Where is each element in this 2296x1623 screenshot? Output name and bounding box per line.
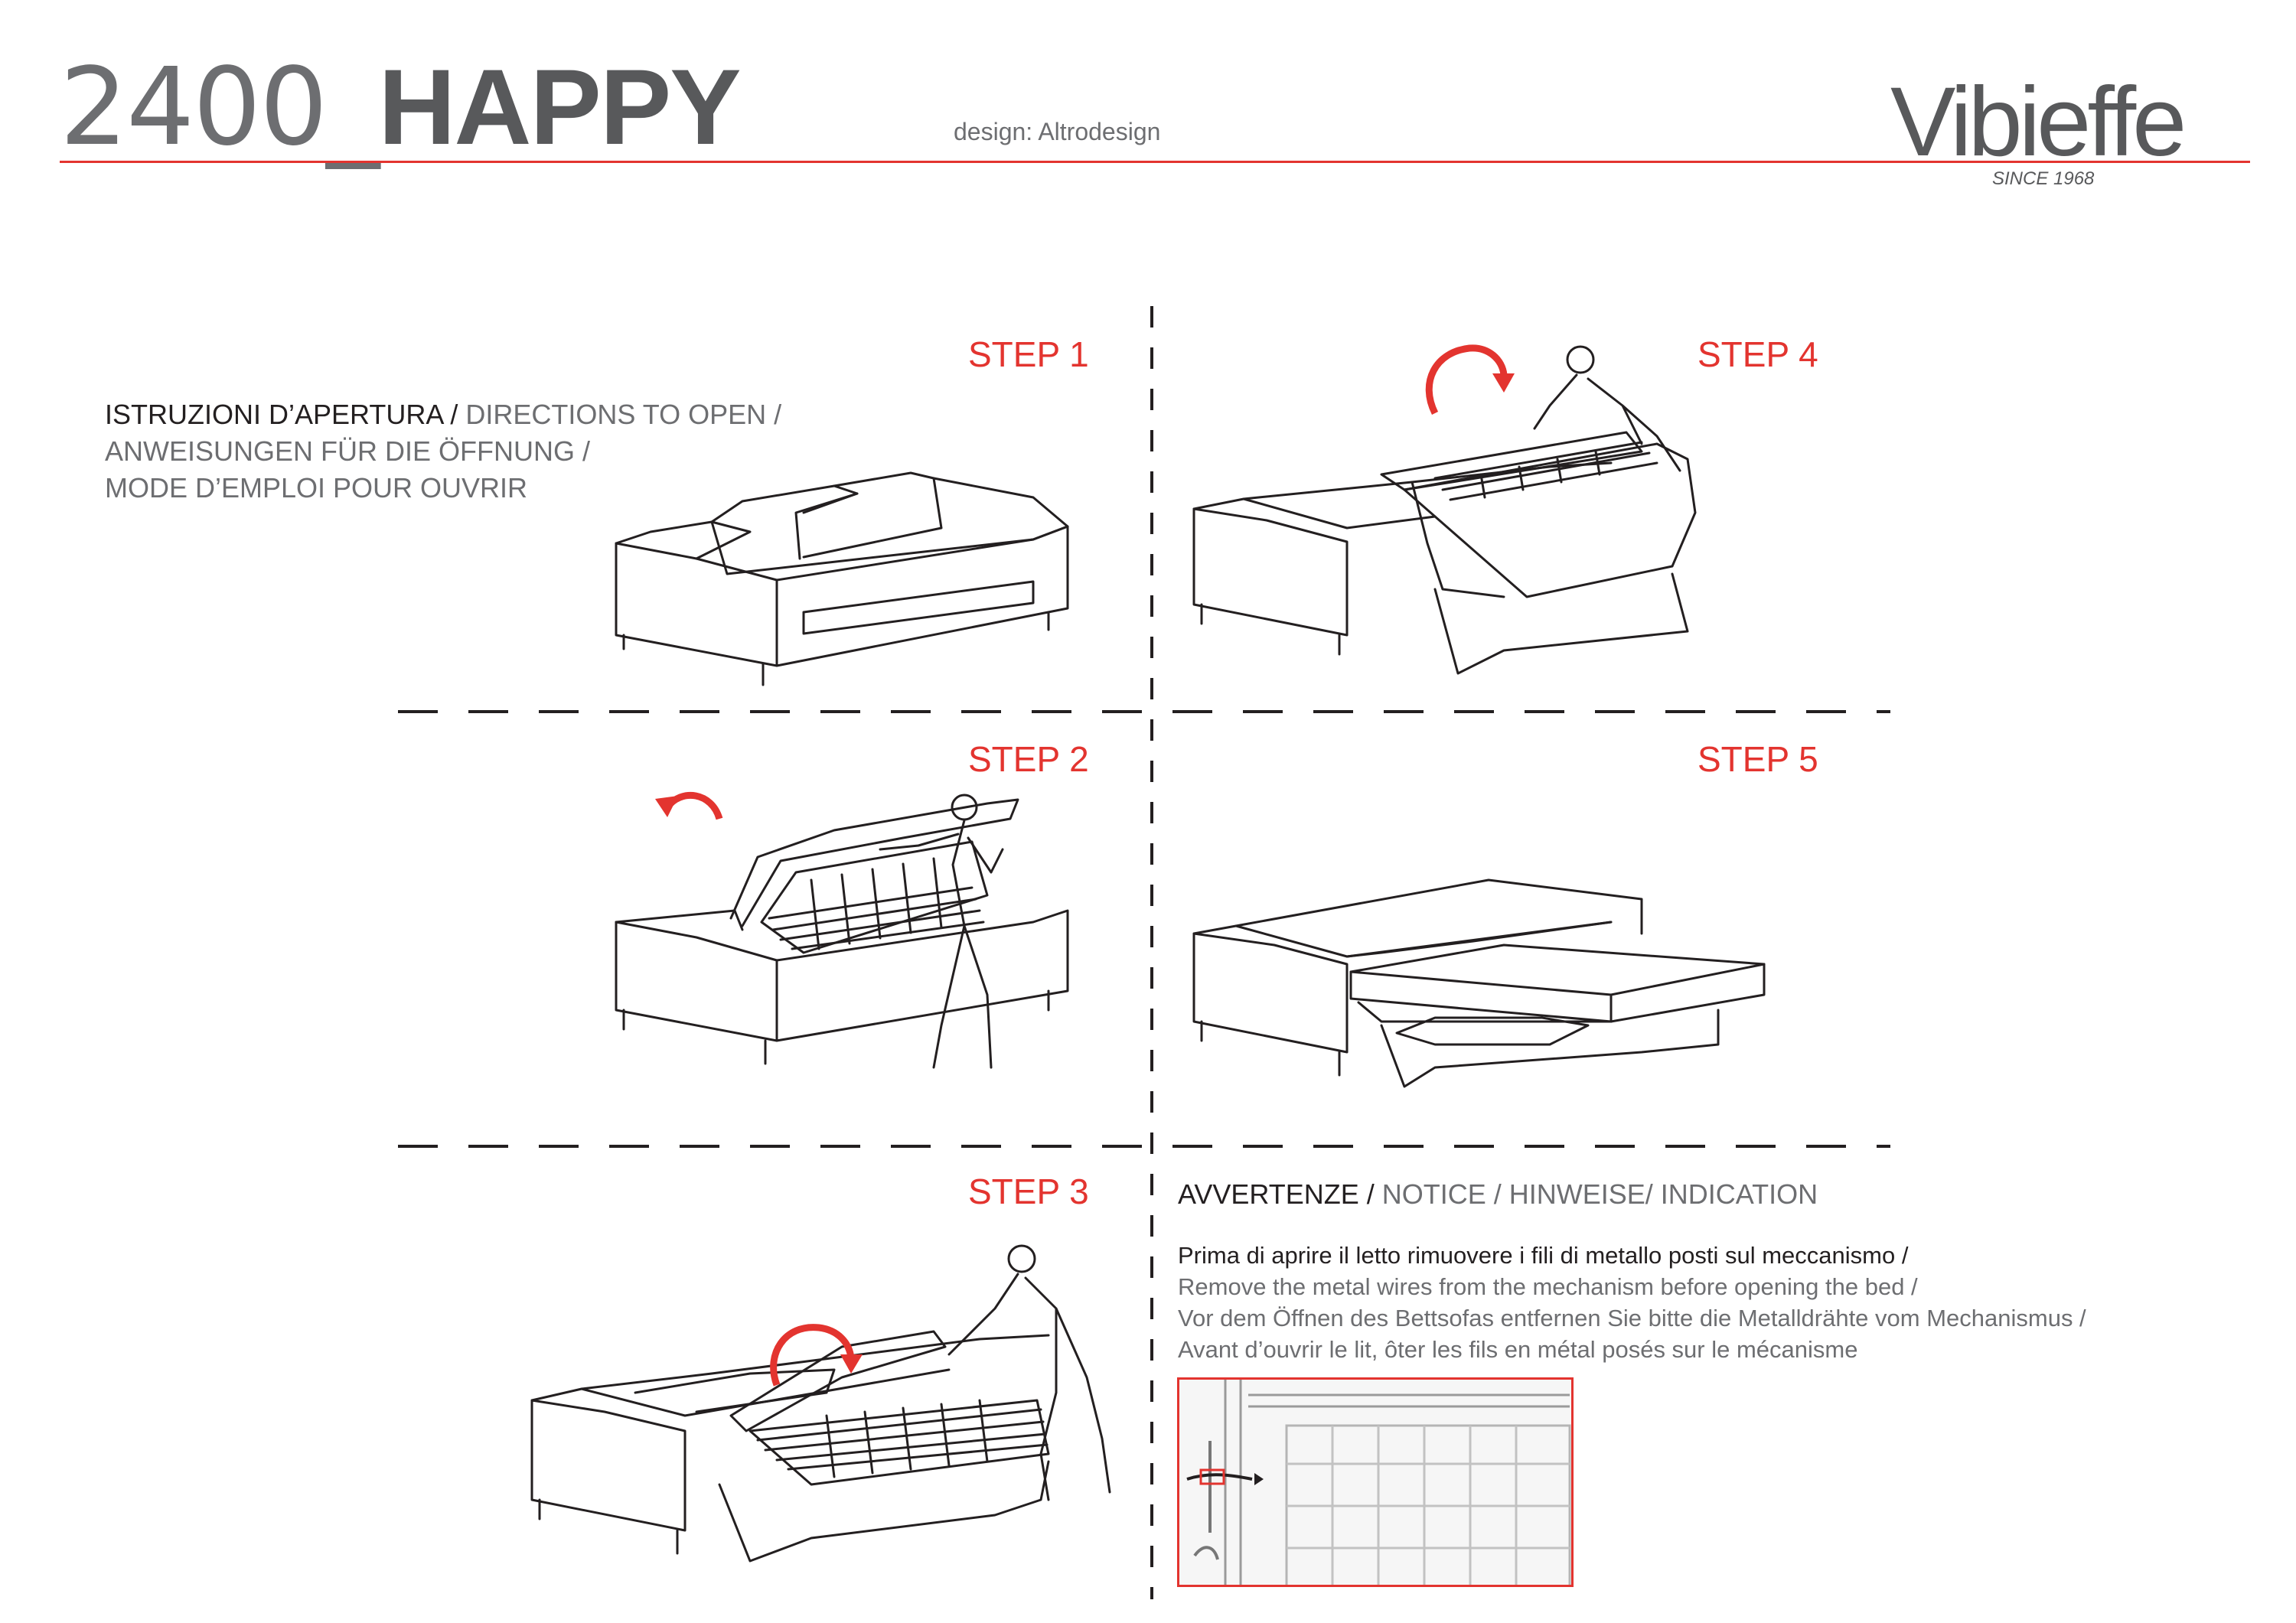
step-4-sofa-illustration bbox=[1192, 344, 1697, 675]
step-3-sofa-illustration bbox=[530, 1244, 1111, 1563]
horizontal-divider-2 bbox=[398, 1145, 1890, 1148]
notice-fr: Avant d’ouvrir le lit, ôter les fils en … bbox=[1178, 1336, 1858, 1363]
step-3-label: STEP 3 bbox=[968, 1172, 1089, 1211]
step-1-label: STEP 1 bbox=[968, 334, 1089, 374]
step-2-sofa-illustration bbox=[615, 792, 1069, 1069]
lift-arrow-icon bbox=[655, 796, 678, 817]
product-name: HAPPY bbox=[378, 47, 741, 167]
product-title: 2400_HAPPY bbox=[60, 54, 742, 161]
brand-logo: Vibieffe bbox=[1890, 67, 2187, 177]
notice-body: Prima di aprire il letto rimuovere i fil… bbox=[1178, 1240, 2086, 1365]
design-credit: design: Altrodesign bbox=[954, 118, 1161, 145]
rotate-arrow-icon bbox=[840, 1354, 863, 1374]
step-2-label: STEP 2 bbox=[968, 739, 1089, 779]
notice-heading: AVVERTENZE / NOTICE / HINWEISE/ INDICATI… bbox=[1178, 1176, 1818, 1213]
notice-heading-rest: NOTICE / HINWEISE/ INDICATION bbox=[1381, 1178, 1818, 1210]
step-5-sofa-illustration bbox=[1192, 878, 1766, 1088]
mechanism-detail-image bbox=[1177, 1377, 1574, 1587]
header-rule bbox=[60, 161, 2250, 163]
notice-de: Vor dem Öffnen des Bettsofas entfernen S… bbox=[1178, 1305, 2086, 1331]
directions-lead: ISTRUZIONI D’APERTURA / bbox=[105, 399, 466, 430]
directions-heading: ISTRUZIONI D’APERTURA / DIRECTIONS TO OP… bbox=[105, 396, 781, 507]
directions-line3: MODE D’EMPLOI POUR OUVRIR bbox=[105, 472, 528, 504]
rotate-arrow-icon bbox=[1492, 373, 1515, 393]
horizontal-divider-1 bbox=[398, 710, 1890, 713]
product-code: 2400_ bbox=[60, 45, 380, 170]
vertical-divider bbox=[1150, 306, 1153, 1599]
mechanism-detail-drawing bbox=[1179, 1380, 1571, 1585]
step-1-sofa-illustration bbox=[615, 471, 1069, 686]
directions-line1: DIRECTIONS TO OPEN / bbox=[465, 399, 782, 430]
step-4-label: STEP 4 bbox=[1698, 334, 1818, 374]
notice-en: Remove the metal wires from the mechanis… bbox=[1178, 1273, 1918, 1300]
step-5-label: STEP 5 bbox=[1698, 739, 1818, 779]
directions-line2: ANWEISUNGEN FÜR DIE ÖFFNUNG / bbox=[105, 435, 591, 467]
brand-since: SINCE 1968 bbox=[1992, 168, 2095, 189]
notice-heading-lead: AVVERTENZE / bbox=[1178, 1178, 1382, 1210]
notice-it: Prima di aprire il letto rimuovere i fil… bbox=[1178, 1242, 1909, 1269]
